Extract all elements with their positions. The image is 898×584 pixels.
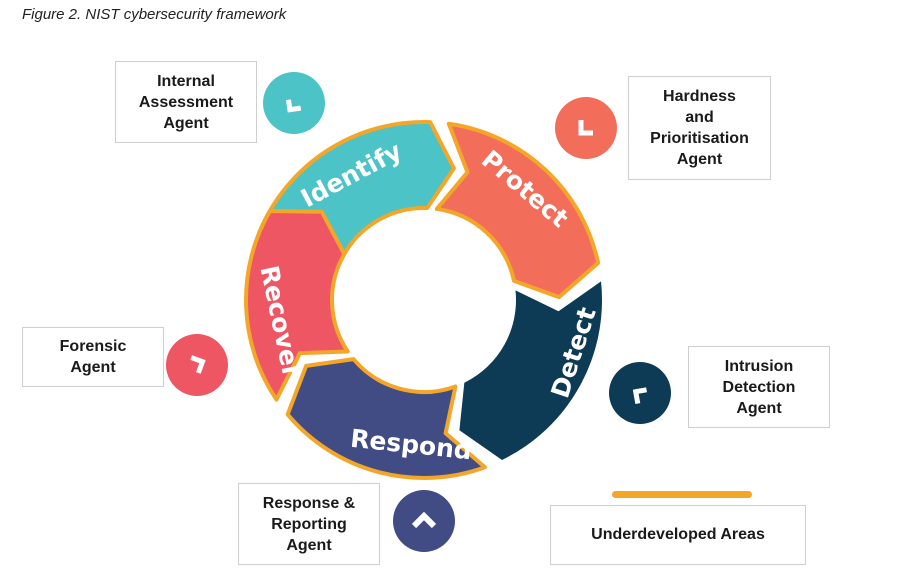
hardness-prioritisation-agent-box: Hardness and Prioritisation Agent [628,76,771,180]
forensic-agent-box: Forensic Agent [22,327,164,387]
corner-arrow-icon [263,72,325,134]
figure-caption: Figure 2. NIST cybersecurity framework [22,6,287,23]
intrusion-detection-agent-label: Intrusion Detection Agent [722,357,796,417]
recover-badge [166,334,228,396]
corner-arrow-icon [555,97,617,159]
identify-badge [263,72,325,134]
internal-assessment-agent-box: Internal Assessment Agent [115,61,257,143]
identify-segment [256,120,456,268]
recover-segment [244,209,350,402]
protect-badge [555,97,617,159]
corner-arrow-icon [609,362,671,424]
respond-segment [285,357,487,480]
legend-swatch [612,491,752,498]
respond-badge [393,490,455,552]
hardness-prioritisation-agent-label: Hardness and Prioritisation Agent [650,88,749,168]
legend-box: Underdeveloped Areas [550,505,806,565]
forensic-agent-label: Forensic Agent [59,338,127,376]
corner-arrow-icon [166,334,228,396]
response-reporting-agent-box: Response & Reporting Agent [238,483,380,565]
detect-badge [609,362,671,424]
intrusion-detection-agent-box: Intrusion Detection Agent [688,346,830,428]
protect-segment [434,121,601,300]
detect-segment [459,281,603,460]
internal-assessment-agent-label: Internal Assessment Agent [138,72,234,132]
legend-label: Underdeveloped Areas [591,526,765,543]
response-reporting-agent-label: Response & Reporting Agent [262,494,356,554]
chevron-up-icon [393,490,455,552]
